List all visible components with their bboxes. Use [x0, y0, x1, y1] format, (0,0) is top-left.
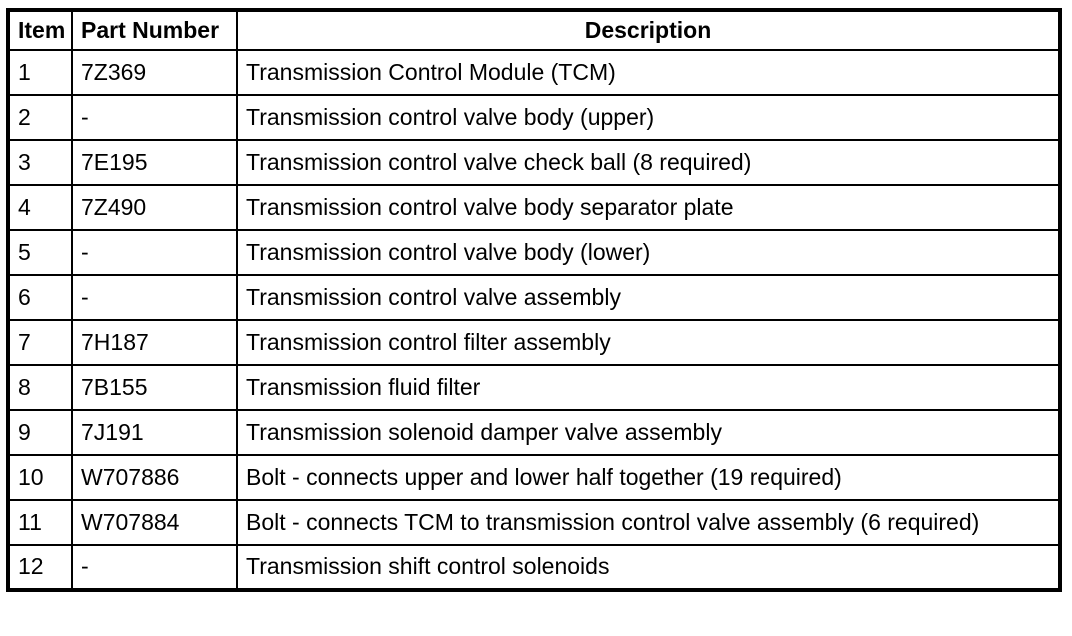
cell-part-number: W707886: [71, 454, 238, 501]
cell-part-number: 7Z490: [71, 184, 238, 231]
cell-item: 12: [7, 544, 73, 591]
cell-part-number: -: [71, 544, 238, 591]
cell-description: Transmission Control Module (TCM): [236, 49, 1061, 96]
cell-description: Bolt - connects upper and lower half tog…: [236, 454, 1061, 501]
cell-part-number: 7B155: [71, 364, 238, 411]
cell-part-number: 7Z369: [71, 49, 238, 96]
cell-item: 7: [7, 319, 73, 366]
column-header-part-number: Part Number: [71, 9, 238, 51]
cell-description: Transmission control valve body (upper): [236, 94, 1061, 141]
cell-description: Transmission solenoid damper valve assem…: [236, 409, 1061, 456]
cell-part-number: -: [71, 274, 238, 321]
cell-description: Transmission control valve body separato…: [236, 184, 1061, 231]
column-header-description: Description: [236, 9, 1061, 51]
header-row: Item Part Number Description: [7, 9, 1061, 51]
column-header-item: Item: [7, 9, 73, 51]
cell-item: 4: [7, 184, 73, 231]
table-row: 6-Transmission control valve assembly: [7, 274, 1061, 321]
cell-description: Transmission control filter assembly: [236, 319, 1061, 366]
cell-description: Bolt - connects TCM to transmission cont…: [236, 499, 1061, 546]
table-row: 5-Transmission control valve body (lower…: [7, 229, 1061, 276]
table-row: 2-Transmission control valve body (upper…: [7, 94, 1061, 141]
cell-part-number: -: [71, 94, 238, 141]
cell-part-number: 7J191: [71, 409, 238, 456]
cell-item: 3: [7, 139, 73, 186]
cell-item: 8: [7, 364, 73, 411]
cell-item: 11: [7, 499, 73, 546]
cell-part-number: 7H187: [71, 319, 238, 366]
cell-item: 1: [7, 49, 73, 96]
table-row: 12-Transmission shift control solenoids: [7, 544, 1061, 591]
cell-description: Transmission fluid filter: [236, 364, 1061, 411]
cell-description: Transmission control valve assembly: [236, 274, 1061, 321]
cell-item: 5: [7, 229, 73, 276]
cell-item: 2: [7, 94, 73, 141]
cell-part-number: W707884: [71, 499, 238, 546]
cell-item: 9: [7, 409, 73, 456]
cell-item: 10: [7, 454, 73, 501]
cell-item: 6: [7, 274, 73, 321]
cell-part-number: -: [71, 229, 238, 276]
cell-description: Transmission shift control solenoids: [236, 544, 1061, 591]
cell-part-number: 7E195: [71, 139, 238, 186]
cell-description: Transmission control valve body (lower): [236, 229, 1061, 276]
cell-description: Transmission control valve check ball (8…: [236, 139, 1061, 186]
